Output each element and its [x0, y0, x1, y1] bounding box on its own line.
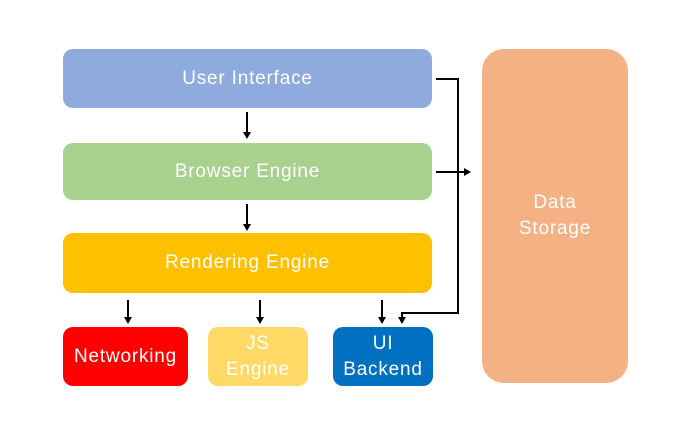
node-browser-engine: Browser Engine — [63, 143, 432, 200]
node-ui-backend: UI Backend — [333, 327, 433, 386]
arrow-user-interface-to-ui-backend — [398, 78, 459, 324]
arrow-rendering-engine-to-ui-backend — [378, 300, 386, 324]
node-label: Browser Engine — [174, 160, 321, 182]
arrow-browser-engine-to-rendering-engine — [243, 204, 251, 231]
node-label: Data Storage — [518, 192, 592, 239]
node-label: JS Engine — [226, 332, 290, 380]
arrow-browser-engine-to-data-storage — [436, 168, 471, 176]
node-js-engine: JS Engine — [208, 327, 308, 386]
node-label: Rendering Engine — [165, 252, 330, 273]
arrow-rendering-engine-to-js-engine — [256, 300, 264, 324]
arrow-rendering-engine-to-networking — [124, 300, 132, 324]
node-label: User Interface — [182, 67, 313, 89]
node-label: UI Backend — [343, 332, 423, 380]
arrow-user-interface-to-browser-engine — [243, 112, 251, 139]
node-data-storage: Data Storage — [482, 49, 628, 383]
node-label: Networking — [73, 345, 178, 367]
node-rendering-engine: Rendering Engine — [63, 233, 432, 293]
node-user-interface: User Interface — [63, 49, 432, 108]
node-networking: Networking — [63, 327, 188, 386]
